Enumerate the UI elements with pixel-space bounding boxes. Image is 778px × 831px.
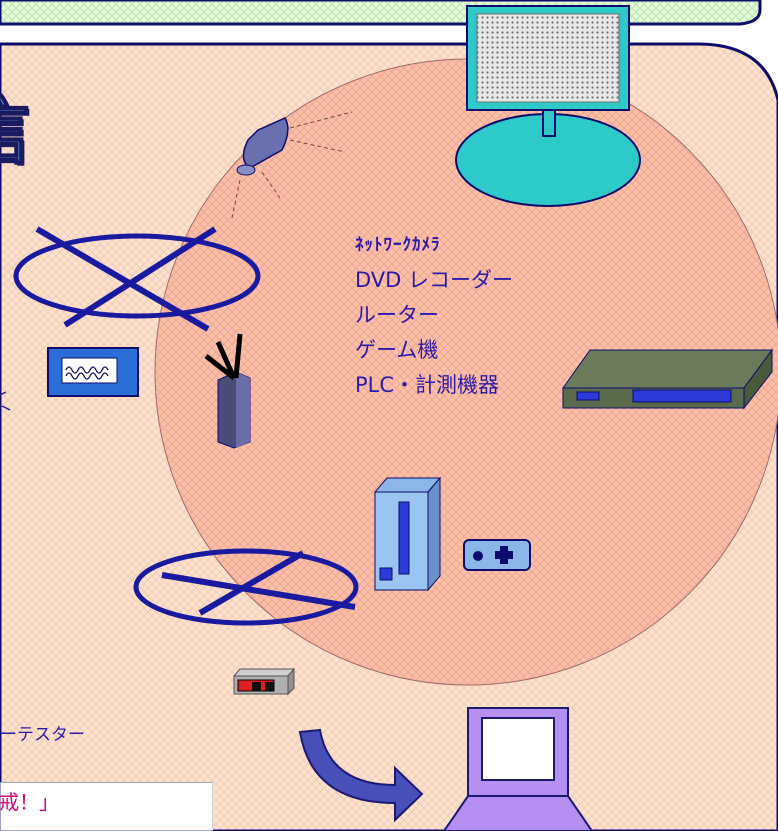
title-fragment: 信 (0, 88, 108, 178)
top-band (0, 0, 762, 26)
label-router: ルーター (355, 303, 439, 327)
label-plc-instruments: PLC・計測機器 (355, 373, 500, 397)
crossed-ellipse-icon (13, 226, 261, 332)
tester-screen-icon (47, 347, 139, 397)
cropped-note-text: 戒！」 (0, 790, 59, 814)
device-label-list: ﾈｯﾄﾜｰｸｶﾒﾗ DVD レコーダー ルーター ゲーム機 PLC・計測機器 (355, 228, 513, 403)
crossed-ellipse-icon (133, 548, 359, 626)
laptop-icon (442, 707, 594, 831)
camera-icon (231, 111, 353, 219)
router-icon (204, 333, 251, 449)
game-pad-icon (463, 539, 531, 571)
curved-arrow-icon (298, 728, 424, 823)
cropped-glyph-fragment (0, 391, 11, 411)
plc-tower-icon (373, 476, 442, 592)
label-network-camera: ﾈｯﾄﾜｰｸｶﾒﾗ (355, 235, 441, 255)
monitor-icon (455, 5, 641, 207)
gateway-box-icon (232, 667, 296, 696)
tester-label-fragment: ーテスター (0, 725, 85, 745)
label-dvd-recorder: DVD レコーダー (355, 268, 514, 292)
dvd-recorder-icon (562, 348, 773, 410)
cropped-note-box: 戒！」 (0, 782, 213, 831)
label-game-console: ゲーム機 (355, 338, 439, 362)
